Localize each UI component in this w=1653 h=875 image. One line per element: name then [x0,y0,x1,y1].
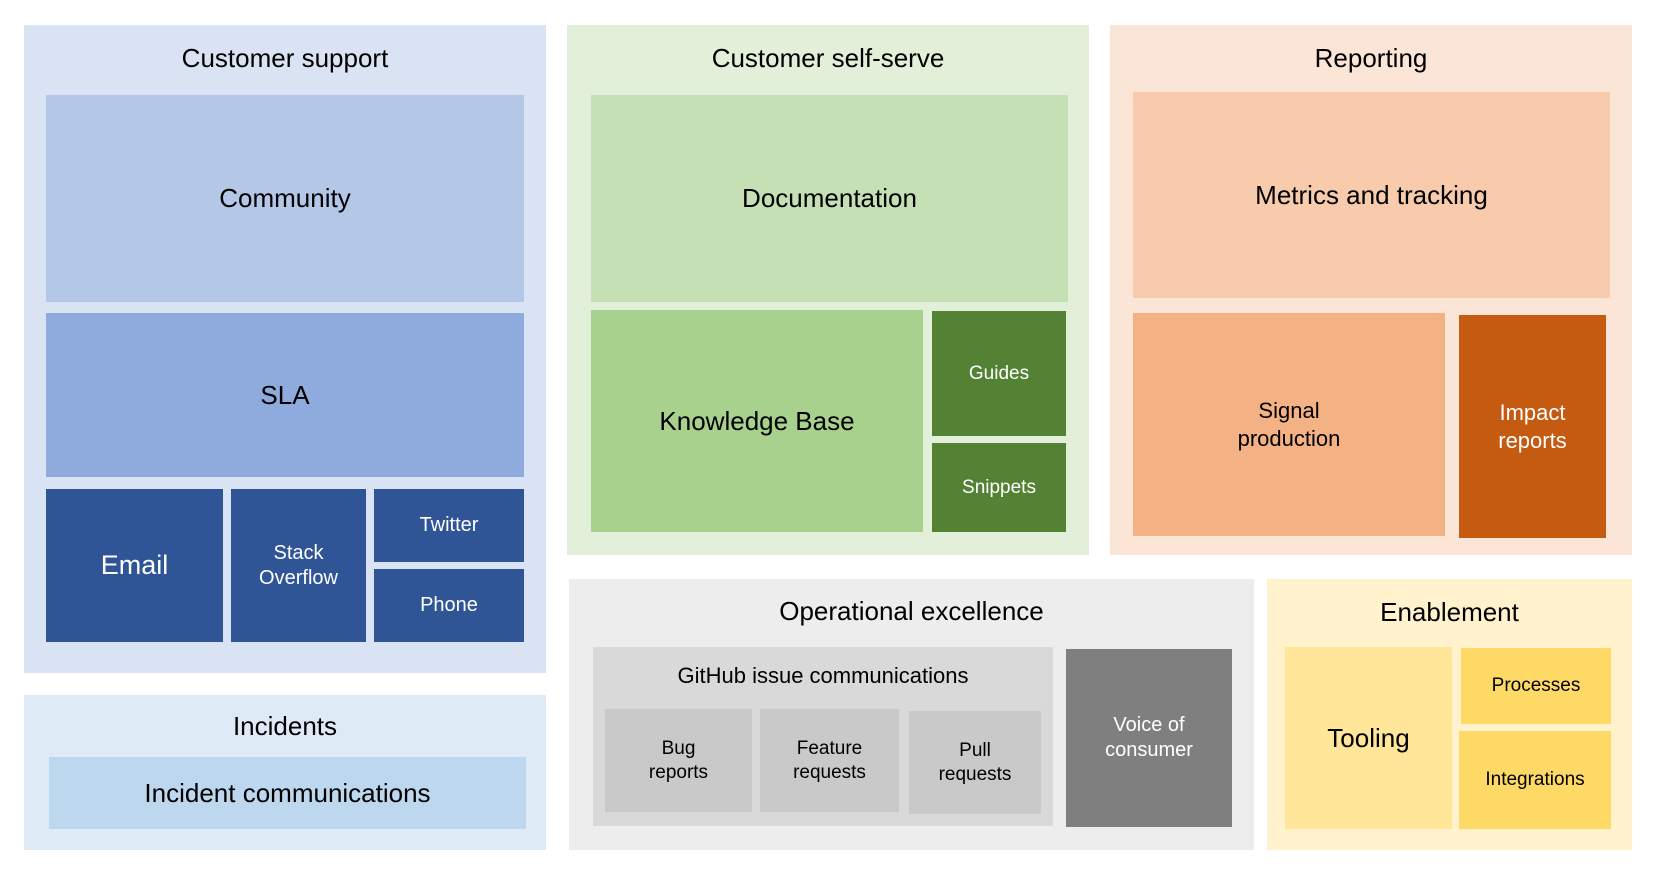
signal-production-box: Signal production [1133,313,1445,536]
guides-box: Guides [932,311,1066,436]
tooling-box: Tooling [1285,647,1452,829]
processes-box: Processes [1461,648,1611,724]
incident-communications-box: Incident communications [49,757,526,829]
operational-excellence-title: Operational excellence [779,596,1044,626]
impact-reports-box: Impact reports [1459,315,1606,538]
phone-box: Phone [374,569,524,642]
incidents-title: Incidents [232,711,338,741]
reporting-title: Reporting [1314,43,1428,73]
github-issue-communications-title: GitHub issue communications [677,663,969,688]
twitter-box: Twitter [374,489,524,562]
voice-of-consumer-box: Voice of consumer [1066,649,1232,827]
community-box: Community [46,95,524,302]
bug-reports-box: Bug reports [605,709,752,812]
documentation-box: Documentation [591,95,1068,302]
customer-self-serve-title: Customer self-serve [711,43,945,73]
stack-overflow-box: Stack Overflow [231,489,366,642]
knowledge-base-box: Knowledge Base [591,310,923,532]
email-box: Email [46,489,223,642]
snippets-box: Snippets [932,443,1066,532]
feature-requests-box: Feature requests [760,709,899,812]
integrations-box: Integrations [1459,731,1611,829]
metrics-and-tracking-box: Metrics and tracking [1133,92,1610,298]
customer-support-title: Customer support [181,43,389,73]
enablement-title: Enablement [1380,597,1519,627]
sla-box: SLA [46,313,524,477]
pull-requests-box: Pull requests [909,711,1041,814]
